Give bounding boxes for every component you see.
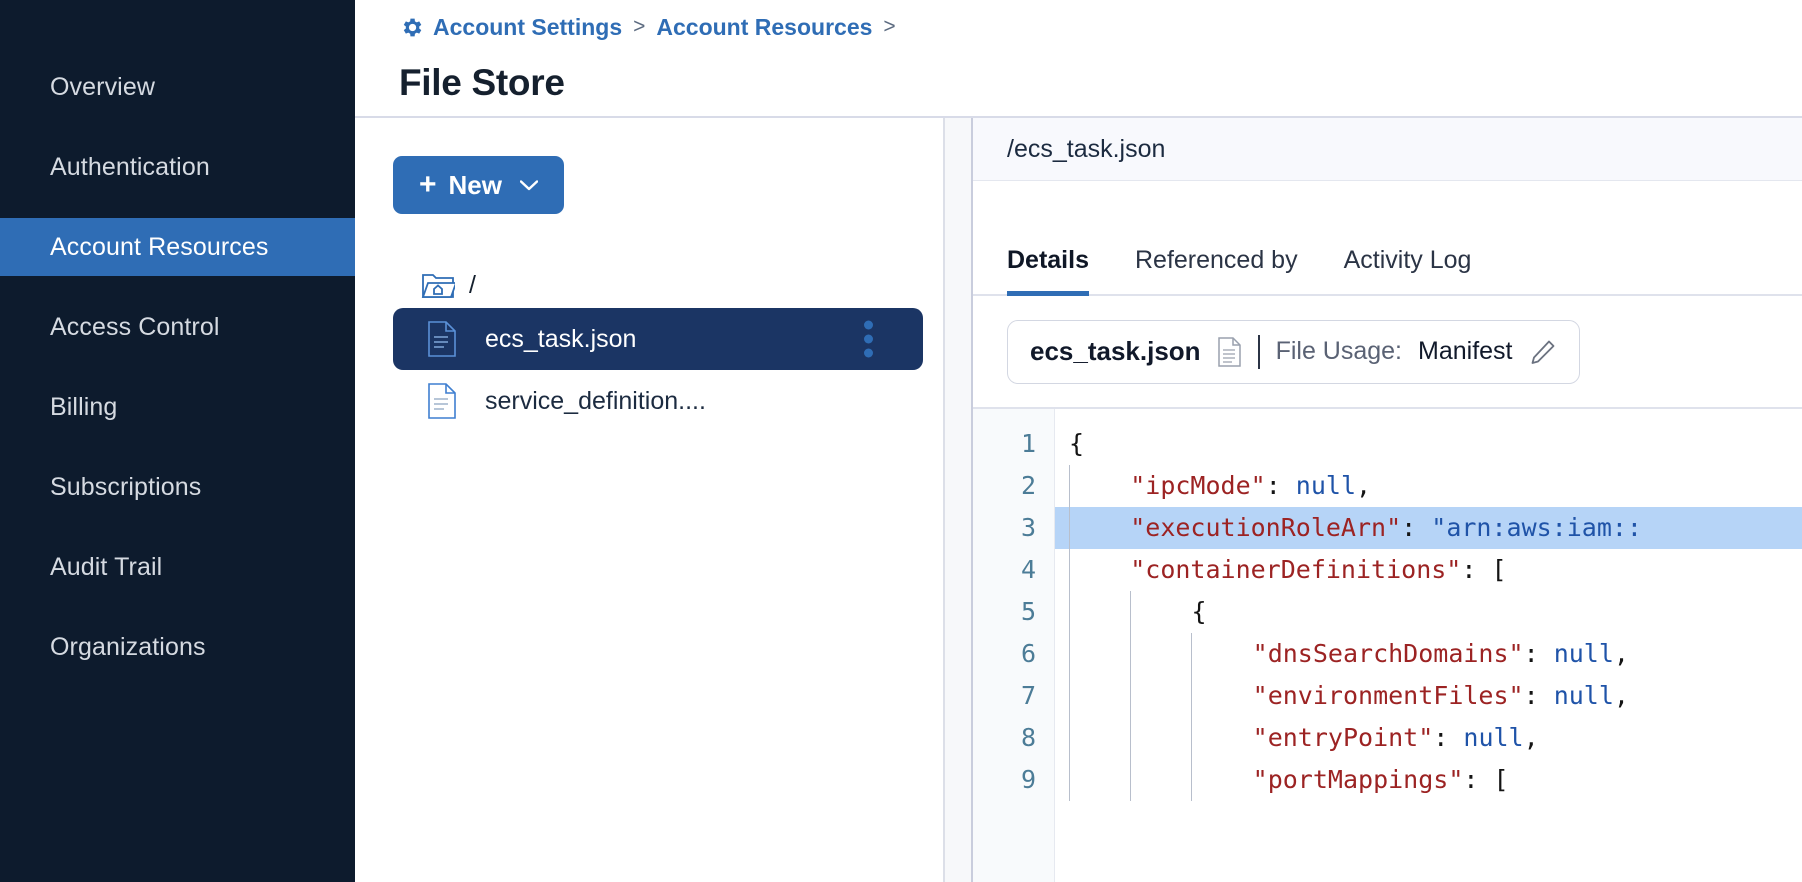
editor-line-number: 2 bbox=[1020, 471, 1036, 500]
editor-line-numbers: 1 2 3 4 5 6 7 8 9 bbox=[973, 409, 1055, 882]
sidebar-item-label: Audit Trail bbox=[50, 552, 163, 581]
editor-line-number: 9 bbox=[1020, 765, 1036, 794]
file-tree-item[interactable]: service_definition.... bbox=[393, 370, 923, 432]
sidebar-item-organizations[interactable]: Organizations bbox=[0, 618, 355, 676]
panel-resize-handle[interactable] bbox=[945, 118, 973, 882]
sidebar-item-account-resources[interactable]: Account Resources bbox=[0, 218, 355, 276]
tab-activity-log[interactable]: Activity Log bbox=[1343, 246, 1472, 274]
file-tree: / ecs_task.json service_definition.... bbox=[393, 262, 943, 432]
editor-code-line: "entryPoint": null, bbox=[1055, 717, 1802, 759]
editor-code-line: "portMappings": [ bbox=[1055, 759, 1802, 801]
sidebar-item-label: Overview bbox=[50, 72, 155, 101]
new-button-label: New bbox=[448, 169, 502, 200]
usage-file-name: ecs_task.json bbox=[1030, 336, 1201, 366]
sidebar-item-label: Account Resources bbox=[50, 232, 269, 261]
editor-code-area[interactable]: { "ipcMode": null, "executionRoleArn": "… bbox=[1055, 409, 1802, 882]
usage-label: File Usage: bbox=[1275, 337, 1403, 365]
file-usage-box: ecs_task.json File Usage: Manifest bbox=[1007, 319, 1580, 384]
editor-code-line: "environmentFiles": null, bbox=[1055, 675, 1802, 717]
file-tree-panel: + New bbox=[355, 118, 945, 882]
sidebar-item-label: Subscriptions bbox=[50, 472, 202, 501]
tab-details[interactable]: Details bbox=[1007, 246, 1089, 296]
usage-value: Manifest bbox=[1418, 337, 1513, 365]
sidebar-item-billing[interactable]: Billing bbox=[0, 378, 355, 436]
chevron-down-icon bbox=[520, 179, 538, 191]
file-json-icon bbox=[427, 321, 457, 357]
editor-line-number: 1 bbox=[1020, 429, 1036, 458]
kebab-menu-icon[interactable] bbox=[864, 320, 873, 358]
sidebar-item-subscriptions[interactable]: Subscriptions bbox=[0, 458, 355, 516]
page-header: Account Settings > Account Resources > F… bbox=[355, 0, 1802, 118]
pencil-icon[interactable] bbox=[1529, 338, 1557, 366]
tree-root-label: / bbox=[469, 270, 476, 299]
tab-referenced-by[interactable]: Referenced by bbox=[1134, 246, 1298, 274]
sidebar-item-label: Organizations bbox=[50, 632, 206, 661]
editor-line-number: 6 bbox=[1020, 639, 1036, 668]
details-tabs: Details Referenced by Activity Log bbox=[973, 181, 1802, 296]
breadcrumb-separator-2: > bbox=[883, 15, 896, 38]
editor-code-line: "dnsSearchDomains": null, bbox=[1055, 633, 1802, 675]
editor-line-number: 7 bbox=[1020, 681, 1036, 710]
file-tree-item[interactable]: ecs_task.json bbox=[393, 308, 923, 370]
folder-home-icon bbox=[421, 270, 458, 300]
breadcrumb-separator-1: > bbox=[633, 15, 646, 38]
sidebar-item-access-control[interactable]: Access Control bbox=[0, 298, 355, 356]
file-details-panel: /ecs_task.json Details Referenced by Activ… bbox=[973, 118, 1802, 882]
file-name-label: service_definition.... bbox=[485, 386, 706, 415]
breadcrumb: Account Settings > Account Resources > bbox=[399, 6, 1802, 48]
sidebar-item-audit-trail[interactable]: Audit Trail bbox=[0, 538, 355, 596]
file-path-bar: /ecs_task.json bbox=[973, 118, 1802, 181]
editor-line-number: 8 bbox=[1020, 723, 1036, 752]
new-button[interactable]: + New bbox=[393, 156, 564, 214]
sidebar-item-label: Access Control bbox=[50, 312, 220, 341]
code-editor[interactable]: 1 2 3 4 5 6 7 8 9 { "ipcMode": null, "executionR… bbox=[973, 407, 1802, 882]
page-title: File Store bbox=[399, 62, 565, 103]
sidebar-item-label: Authentication bbox=[50, 152, 210, 181]
breadcrumb-link-account-resources[interactable]: Account Resources bbox=[656, 13, 873, 40]
sidebar-item-label: Billing bbox=[50, 392, 118, 421]
file-json-icon bbox=[427, 383, 457, 419]
editor-line-number: 3 bbox=[1020, 513, 1036, 542]
sidebar-item-overview[interactable]: Overview bbox=[0, 58, 355, 116]
editor-code-line: "ipcMode": null, bbox=[1055, 465, 1802, 507]
editor-line-number: 5 bbox=[1020, 597, 1036, 626]
editor-code-line: { bbox=[1055, 591, 1802, 633]
editor-line-number: 4 bbox=[1020, 555, 1036, 584]
content-body: + New bbox=[355, 118, 1802, 882]
file-name-label: ecs_task.json bbox=[485, 324, 637, 353]
editor-code-line: "containerDefinitions": [ bbox=[1055, 549, 1802, 591]
file-usage-zone: ecs_task.json File Usage: Manifest bbox=[973, 296, 1802, 407]
breadcrumb-link-account-settings[interactable]: Account Settings bbox=[433, 13, 623, 40]
main-region: Account Settings > Account Resources > F… bbox=[355, 0, 1802, 882]
document-icon bbox=[1217, 336, 1242, 367]
editor-code-line: { bbox=[1069, 429, 1085, 458]
sidebar-item-authentication[interactable]: Authentication bbox=[0, 138, 355, 196]
gear-icon bbox=[399, 15, 424, 40]
editor-code-line: "executionRoleArn": "arn:aws:iam:: bbox=[1055, 507, 1802, 549]
usage-divider bbox=[1257, 334, 1260, 369]
tree-root-folder[interactable]: / bbox=[393, 262, 943, 308]
plus-icon: + bbox=[419, 168, 437, 201]
